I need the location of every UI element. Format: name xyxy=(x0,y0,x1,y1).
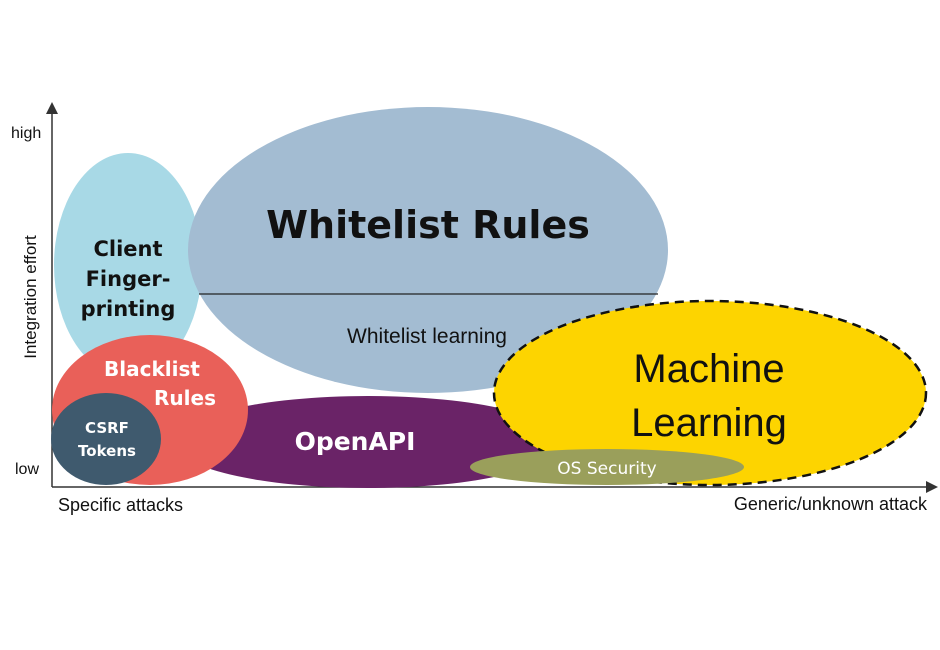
csrf-tokens-label-line1: CSRF xyxy=(85,419,129,437)
blacklist-rules-label-line1: Blacklist xyxy=(104,357,200,381)
y-axis-title: Integration effort xyxy=(21,235,40,359)
whitelist-learning-label: Whitelist learning xyxy=(347,325,507,348)
x-axis-left-label: Specific attacks xyxy=(58,495,183,515)
client-fingerprinting-label-line2: Finger- xyxy=(86,267,171,291)
os-security-label: OS Security xyxy=(557,459,656,479)
os-security-area xyxy=(470,449,744,485)
whitelist-rules-area xyxy=(188,107,668,393)
client-fingerprinting-label-line1: Client xyxy=(93,237,162,261)
client-fingerprinting-area xyxy=(54,153,202,377)
openapi-label: OpenAPI xyxy=(295,427,416,456)
openapi-area xyxy=(173,396,563,488)
y-axis-high-label: high xyxy=(11,125,41,142)
y-axis-low-label: low xyxy=(15,461,39,478)
machine-learning-label-line1: Machine xyxy=(633,347,784,391)
machine-learning-label-line2: Learning xyxy=(631,401,787,445)
blacklist-rules-label-line2: Rules xyxy=(154,386,216,410)
whitelist-rules-label: Whitelist Rules xyxy=(266,203,590,247)
csrf-tokens-label-line2: Tokens xyxy=(78,442,136,460)
machine-learning-area xyxy=(492,299,928,487)
x-axis-right-label: Generic/unknown attack xyxy=(734,494,928,514)
csrf-tokens-area xyxy=(51,393,161,485)
client-fingerprinting-label-line3: printing xyxy=(81,297,176,321)
